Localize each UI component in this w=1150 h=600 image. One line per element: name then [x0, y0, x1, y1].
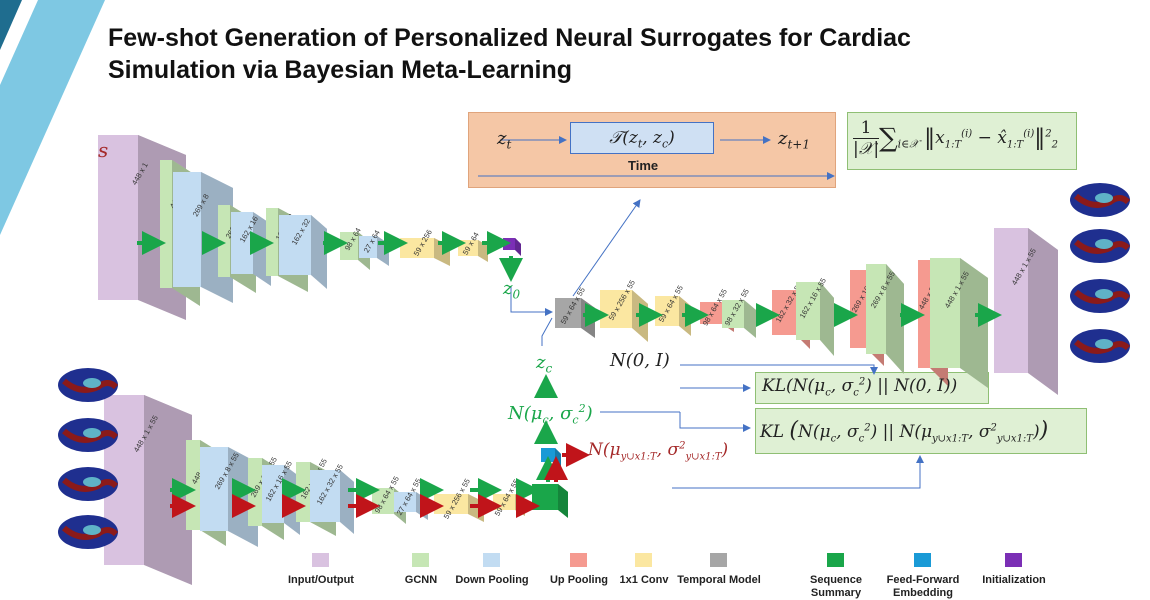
heart-mesh-icon — [58, 418, 119, 452]
heart-mesh-icon — [1070, 279, 1131, 313]
heart-mesh-icon — [1070, 183, 1131, 217]
title-line-2: Simulation via Bayesian Meta-Learning — [108, 56, 573, 84]
zt1-label: zt+1 — [778, 128, 810, 152]
conv-block: 59 x 64 x 55 — [493, 478, 525, 517]
conv-block: 59 x 256 x 55 — [600, 278, 648, 342]
heart-mesh-icon — [1070, 329, 1131, 363]
legend-label: Temporal Model — [677, 574, 761, 586]
legend-swatch — [1005, 553, 1022, 567]
down-pool-block: 162 x 32 x 55 — [310, 463, 354, 534]
zc-label: zc — [536, 352, 553, 376]
legend-swatch — [570, 553, 587, 567]
kl-augmented-box — [755, 408, 1087, 454]
legend-label: Up Pooling — [549, 574, 609, 586]
kl-prior-box — [755, 372, 989, 404]
prior-label: N(0, I) — [610, 350, 670, 371]
connector-line — [572, 199, 641, 297]
conv-block: 59 x 64 x 55 — [655, 284, 691, 336]
loss-formula: 1|𝒳|∑i∈𝒳 ‖x1:T(i) − x̂1:T(i)‖22 — [853, 118, 1058, 159]
conv-block: 59 x 256 x 55 — [434, 477, 484, 522]
legend-swatch — [914, 553, 931, 567]
connector-line — [672, 455, 924, 489]
connector-line — [541, 317, 553, 346]
gcnn-block: 162 x 16 x 55 — [796, 276, 834, 356]
gcnn-block: 448 x 1 x 55 — [930, 258, 988, 388]
legend-swatch — [710, 553, 727, 567]
input-signal-label: s — [98, 138, 109, 162]
corner-decoration — [0, 0, 105, 235]
kl-augmented-formula: KL (N(μc, σc2) || N(μy∪x1:T, σ2y∪x1:T)) — [760, 418, 1049, 445]
output-block: 448 x 1 x 55 — [994, 228, 1058, 395]
legend-label: Sequence Summary — [810, 574, 862, 599]
conv-block: 59 x 256 — [400, 228, 450, 266]
connector-line — [679, 412, 751, 432]
slide-title: Few-shot Generation of Personalized Neur… — [108, 22, 911, 86]
heart-mesh-icon — [58, 368, 119, 402]
init-block — [503, 238, 521, 256]
legend-label: GCNN — [404, 574, 438, 586]
reconstruction-loss-box — [847, 112, 1077, 170]
legend-swatch — [483, 553, 500, 567]
legend-label: Input/Output — [288, 574, 354, 586]
posterior-label: N(μc, σc2) — [508, 402, 593, 427]
legend-label: Initialization — [982, 574, 1046, 586]
conv-block: 59 x 64 — [458, 231, 488, 262]
legend-swatch — [635, 553, 652, 567]
connector-line — [510, 286, 553, 316]
augmented-posterior-label: N(μy∪x1:T, σ2y∪x1:T) — [588, 440, 729, 463]
embedding-block — [541, 448, 561, 468]
kl-prior-formula: KL(N(μc, σc2) || N(0, I)) — [762, 376, 958, 399]
heart-mesh-icon — [1070, 229, 1131, 263]
zt-label: zt — [497, 128, 512, 152]
legend-swatch — [412, 553, 429, 567]
sequence-summary-block — [532, 484, 568, 518]
title-line-1: Few-shot Generation of Personalized Neur… — [108, 24, 911, 52]
time-label: Time — [628, 158, 659, 173]
transition-function-box: 𝒯(zt, zc) — [570, 122, 714, 154]
down-pool-block: 162 x 32 — [279, 215, 327, 289]
legend-swatch — [312, 553, 329, 567]
down-pool-block: 27 x 64 x 55 — [394, 477, 428, 520]
legend-label: Down Pooling — [455, 574, 529, 586]
heart-mesh-icon — [58, 467, 119, 501]
z0-label: z0 — [503, 278, 521, 302]
legend-label: 1x1 Conv — [619, 574, 669, 586]
legend-swatch — [827, 553, 844, 567]
gcnn-block: 269 x 8 x 55 — [866, 264, 904, 374]
legend-label: Feed-Forward Embedding — [886, 574, 960, 599]
connector-line — [680, 364, 878, 375]
heart-mesh-icon — [58, 515, 119, 549]
